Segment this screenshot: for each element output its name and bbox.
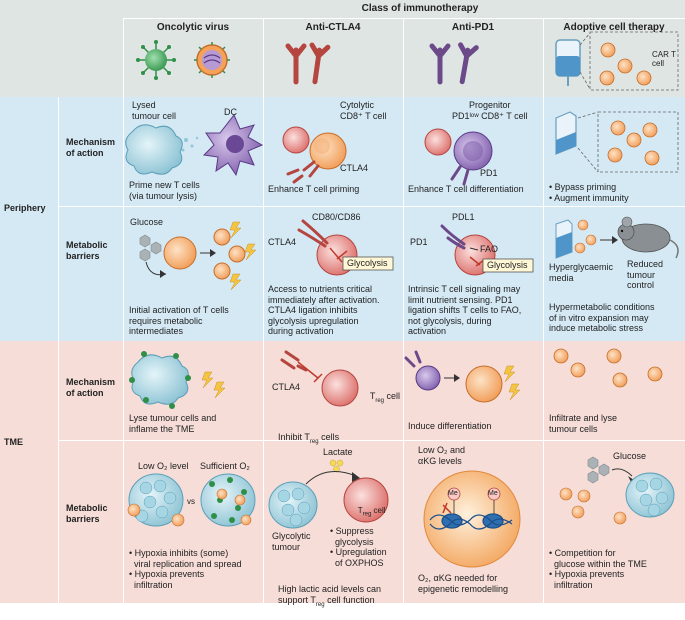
column-anti-ctla4: Anti-CTLA4 <box>305 22 361 33</box>
culture-flask-icon <box>555 111 577 155</box>
pdl1-label: PDL1 <box>452 212 475 222</box>
cd8-t-cell-ctla4 <box>282 126 347 184</box>
pd1-label-metabolic: PD1 <box>410 237 428 247</box>
anti-ctla4-antibody-icons <box>285 42 331 85</box>
treg-effects-bullets: • Suppress glycolysis • Upregulation of … <box>330 526 387 568</box>
low-o2-label: Low O₂ level <box>138 461 189 471</box>
ctla4-metabolic-caption: Access to nutrients critical immediately… <box>268 284 380 336</box>
oncolytic-tme-metabolic-caption: • Hypoxia inhibits (some) viral replicat… <box>129 548 242 590</box>
row-label-tme-mechanism: Mechanism of action <box>66 377 116 398</box>
pd1-label-mechanism: PD1 <box>480 168 498 178</box>
ctla4-tme-mechanism-caption: Inhibit Treg cells <box>278 431 340 445</box>
t-cell-differentiation <box>404 350 521 403</box>
hypoxic-tumour-low-o2 <box>127 473 185 527</box>
glycolytic-tumour-label: Glycolytic tumour <box>272 531 311 552</box>
vs-label: vs <box>187 497 195 506</box>
tumour-lysis-virus <box>129 351 226 409</box>
oxygenated-tumour-virus <box>200 473 256 527</box>
figure-title: Class of immunotherapy <box>361 3 479 14</box>
glucose-label: Glucose <box>130 217 164 227</box>
cd80-cd86-label: CD80/CD86 <box>312 212 361 222</box>
ctla4-label-tme: CTLA4 <box>272 382 301 392</box>
pd1-glycolysis-box: Glycolysis <box>487 260 528 270</box>
column-adoptive-cell-therapy: Adoptive cell therapy <box>563 22 665 33</box>
treg-inhibition <box>280 350 359 407</box>
dendritic-cell <box>202 114 264 177</box>
methyl-label-1: Me <box>448 490 458 497</box>
cytolytic-cd8-label: Cytolytic CD8⁺ T cell <box>340 100 387 121</box>
act-metabolic-caption: Hypermetabolic conditions of in vitro ex… <box>549 302 655 333</box>
ctla4-mechanism-caption: Enhance T cell priming <box>268 184 360 194</box>
dc-label: DC <box>224 107 237 117</box>
pd1-mechanism-caption: Enhance T cell differentiation <box>408 184 524 194</box>
sufficient-o2-label: Sufficient O₂ <box>200 461 250 471</box>
expanded-car-t-cells <box>607 120 660 166</box>
activated-t-cells <box>213 228 246 280</box>
ctla4-label-mechanism: CTLA4 <box>340 163 369 173</box>
reduced-tumour-control-label: Reduced tumour control <box>627 259 664 290</box>
glucose-tme-label: Glucose <box>613 451 647 461</box>
treg-cell-tme-label: Treg cell <box>357 505 386 518</box>
row-label-tme-metabolic: Metabolic barriers <box>66 503 108 524</box>
mouse-icon <box>617 216 679 259</box>
progenitor-pd1-label: Progenitor PD1ˡᵒʷ CD8⁺ T cell <box>452 100 528 121</box>
glucose-molecules <box>139 234 162 262</box>
methyl-label-2: Me <box>488 490 498 497</box>
ctla4-label-metabolic: CTLA4 <box>268 237 297 247</box>
epigenetic-remodelling-cell <box>423 470 521 568</box>
row-label-periphery-mechanism: Mechanism of action <box>66 137 116 158</box>
ctla4-metabolic-illustration <box>297 219 394 276</box>
section-tme: TME <box>4 437 23 447</box>
car-t-infiltration <box>553 348 663 388</box>
section-periphery: Periphery <box>4 203 46 213</box>
glucose-competition <box>559 456 675 525</box>
low-o2-akg-label: Low O₂ and αKG levels <box>418 445 466 466</box>
car-t-cell-icons <box>599 42 652 86</box>
column-oncolytic-virus: Oncolytic virus <box>156 22 230 33</box>
lactate-label: Lactate <box>323 447 353 457</box>
infusion-bag-icon <box>555 39 581 86</box>
pd1-metabolic-illustration <box>440 224 534 276</box>
virus-cross-section-icon <box>194 42 230 78</box>
column-anti-pd1: Anti-PD1 <box>451 22 495 33</box>
lightning-icons <box>229 221 257 291</box>
car-t-cell-label: CAR T cell <box>652 50 676 68</box>
fao-label: FAO <box>480 244 499 254</box>
glycolytic-tumour-lactate <box>268 459 389 529</box>
ctla4-glycolysis-box: Glycolysis <box>347 258 388 268</box>
hyperglycaemic-media-label: Hyperglycaemic media <box>549 262 614 283</box>
illustrations <box>125 31 679 568</box>
oncolytic-mechanism-caption: Prime new T cells (via tumour lysis) <box>129 180 200 201</box>
act-mechanism-caption: • Bypass priming • Augment immunity <box>549 182 629 203</box>
pd1-tme-mechanism-caption: Induce differentiation <box>408 421 492 431</box>
pd1-progenitor-t-cell <box>424 128 493 186</box>
row-label-periphery-metabolic: Metabolic barriers <box>66 240 108 261</box>
treg-cell-label: Treg cell <box>369 390 401 404</box>
lysed-tumour-cell-label: Lysed tumour cell <box>132 100 177 121</box>
pd1-tme-metabolic-caption: O₂, αKG needed for epigenetic remodellin… <box>418 573 509 594</box>
ctla4-tme-metabolic-caption: High lactic acid levels can <box>278 583 382 594</box>
anti-pd1-antibody-icons <box>429 42 479 85</box>
ctla4-tme-metabolic-caption-line2: support Treg cell function <box>278 594 375 608</box>
immunotherapy-figure: Class of immunotherapy Oncolytic virus A… <box>0 0 685 607</box>
oncolytic-metabolic-caption: Initial activation of T cells requires m… <box>129 305 229 336</box>
virus-icon <box>136 40 176 80</box>
oncolytic-tme-mechanism-caption: Lyse tumour cells and inflame the TME <box>129 413 217 434</box>
lysed-tumour-cell <box>125 124 199 175</box>
act-tme-metabolic-caption: • Competition for glucose within the TME… <box>549 548 647 590</box>
pd1-metabolic-caption: Intrinsic T cell signaling may limit nut… <box>408 284 522 336</box>
act-metabolic-illustration <box>555 216 679 259</box>
act-tme-mechanism-caption: Infiltrate and lyse tumour cells <box>549 413 618 434</box>
